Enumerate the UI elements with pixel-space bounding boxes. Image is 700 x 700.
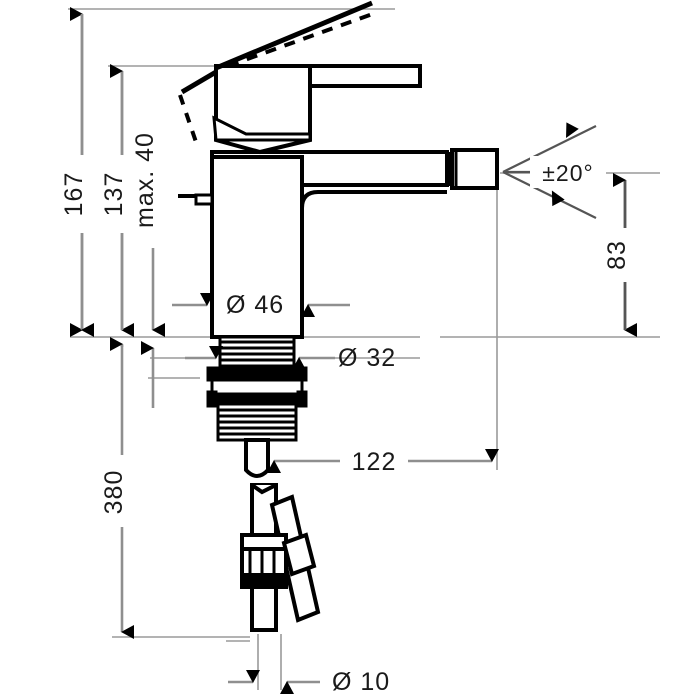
dimension-122: 122 xyxy=(267,448,499,476)
faucet-body-outline xyxy=(210,148,499,339)
dimension-label-swivel-angle: ±20° xyxy=(542,160,593,186)
dimension-label-380: 380 xyxy=(100,470,128,515)
popup-waste-rod xyxy=(178,193,214,206)
dimension-380: 380 xyxy=(100,337,138,639)
handle-lever-bar xyxy=(308,64,422,88)
dimension-dia-46: Ø 46 xyxy=(172,291,350,319)
hose-front-top-notch xyxy=(250,483,277,495)
swivel-angle-indicator: ±20° xyxy=(502,122,606,219)
dimension-dia-32: Ø 32 xyxy=(185,344,396,372)
shank-stem xyxy=(244,438,270,478)
mounting-washer xyxy=(206,366,308,382)
dimension-167: 167 xyxy=(60,7,98,337)
swivel-arrow-upper xyxy=(566,122,579,138)
dimension-137: 137 xyxy=(100,64,138,337)
dimension-dia-10: Ø 10 xyxy=(228,668,390,696)
dimension-label-122: 122 xyxy=(352,448,397,476)
dimension-label-dia-46: Ø 46 xyxy=(226,291,284,319)
lever-open-position-dashed xyxy=(178,0,379,143)
mounting-nut xyxy=(210,378,304,396)
dimension-label-83: 83 xyxy=(603,240,631,270)
flexible-hoses xyxy=(240,483,321,632)
lever-handle xyxy=(212,64,422,155)
dimension-label-167: 167 xyxy=(60,172,88,217)
lower-thread-hatching xyxy=(216,402,298,442)
shank-and-mounting-assembly xyxy=(206,335,308,478)
lever-raised-solid xyxy=(215,0,373,71)
dimension-label-max-40: max. 40 xyxy=(131,132,159,228)
dimension-label-dia-10: Ø 10 xyxy=(332,668,390,696)
lever-raised-dashed-lower xyxy=(180,69,218,95)
thread-hatching xyxy=(220,340,294,368)
spout-elbow xyxy=(300,190,447,290)
dimension-label-dia-32: Ø 32 xyxy=(338,344,396,372)
hose-collar-lower xyxy=(240,573,288,589)
hose-collar-upper xyxy=(240,533,288,551)
handle-collar xyxy=(212,115,312,142)
lever-raised-dashed-side xyxy=(178,94,198,143)
dimension-max-40: max. 40 xyxy=(131,132,165,337)
aerator-block xyxy=(450,148,499,190)
hose-rear-collar xyxy=(281,532,317,577)
dimension-83: 83 xyxy=(603,173,641,337)
swivel-arrow-lower xyxy=(551,190,565,207)
dimension-label-137: 137 xyxy=(100,172,128,217)
lever-raised-dashed-upper xyxy=(227,10,379,68)
